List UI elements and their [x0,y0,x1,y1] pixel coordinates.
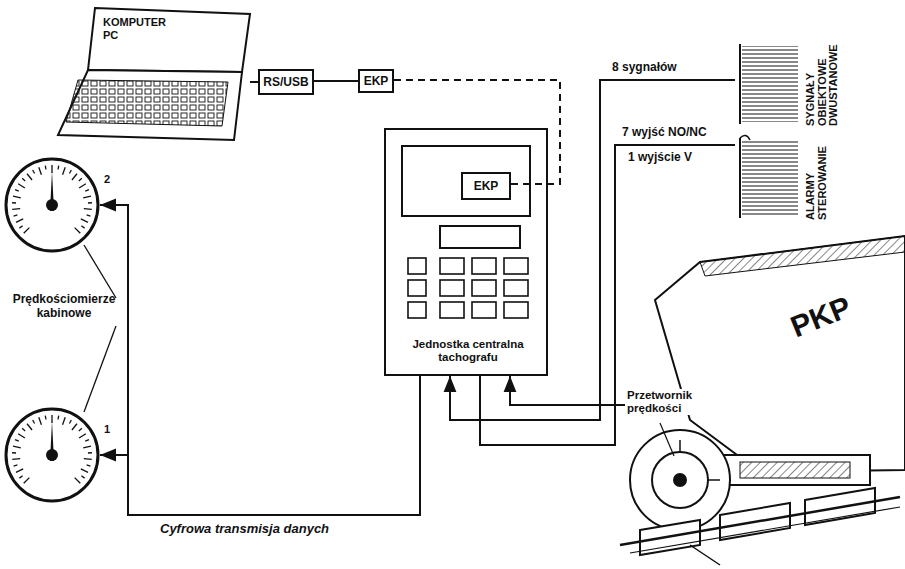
speedometer: 1 [4,407,100,503]
node-text: Jednostka centralna tachografu [394,338,542,364]
node-text: 2 [104,173,110,186]
connector [450,80,735,420]
node-text: RS/USB [263,75,308,89]
module-box: EKP [358,69,394,93]
node-area: KOMPUTER PC [58,8,250,140]
edge-label: 8 sygnałów [612,60,677,74]
node-text: SYGNAŁY OBIEKTOWE DWUSTANOWE [805,42,840,126]
module-box: RS/USB [258,69,314,95]
edge-label: Cyfrowa transmisja danych [160,521,329,536]
node-text: KOMPUTER PC [103,16,183,41]
node-area: SYGNAŁY OBIEKTOWE DWUSTANOWE [735,40,900,128]
connector [510,376,625,405]
connector [394,80,560,184]
connector [314,80,358,82]
node-text: EKP [364,74,389,88]
signal-lines [740,44,798,218]
node-text: Przetwornik prędkości [627,389,723,415]
leader-lines [84,245,116,412]
node-area: ALARMY STEROWANIE [735,134,900,222]
group-label: Prędkościomierze kabinowe [10,293,118,321]
node-text: EKP [474,179,499,193]
node-area: Przetwornik prędkości [625,388,725,422]
signal-label: 1 wyjście V [628,150,692,164]
gauge-dial [4,157,100,253]
train [620,236,905,565]
central-unit: Jednostka centralna tachografu EKP [384,128,548,376]
speedometer: 2 [4,157,100,253]
gauge-dial [4,407,100,503]
connector [250,81,258,83]
unit-panel [402,146,530,318]
module-box: EKP [461,172,511,200]
node-text: ALARMY STEROWANIE [805,136,828,220]
connector [100,205,420,515]
connector [100,376,420,515]
connector [480,145,735,445]
node-text: 1 [104,423,110,436]
edge-label: 7 wyjść NO/NC [622,125,707,139]
laptop [58,8,250,140]
